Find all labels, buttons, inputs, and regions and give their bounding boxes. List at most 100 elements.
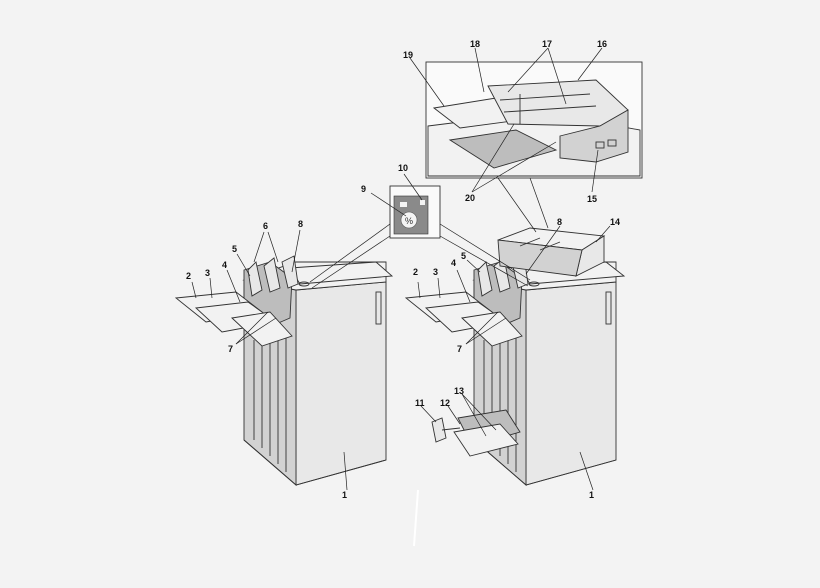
leader-9 [370,192,407,217]
leader-7b-right [465,317,507,345]
right-finisher [404,227,626,486]
callout-16: 16 [597,39,607,49]
detail-rail-2 [503,105,597,113]
callout-4-left: 4 [222,260,227,270]
staple-release-button [400,211,418,229]
callout-8-right: 8 [557,217,562,227]
detail-link-1 [497,177,537,233]
white-stray-mark [413,489,419,547]
callout-6: 6 [263,221,268,231]
leader-1-right [579,451,594,491]
left-cabinet-front [295,281,387,486]
leader-8-left [291,229,301,273]
leader-2-left [191,281,197,299]
control-panel-inset: % [309,185,531,289]
callout-4-right: 4 [451,258,456,268]
leader-6b [267,231,279,263]
leader-2-right [417,281,421,299]
detail-button-2 [607,139,617,147]
leader-17b [547,47,567,105]
leader-7a-left [235,311,269,345]
callout-15: 15 [587,194,597,204]
leader-14 [595,225,611,243]
detail-rail-1 [499,93,591,101]
detail-link-2 [529,177,549,229]
right-indicator [528,281,540,287]
callout-11: 11 [415,398,425,408]
callout-17: 17 [542,39,552,49]
leader-16 [577,47,603,81]
leader-7b-left [235,317,277,345]
leader-3-left [209,277,213,299]
callout-18: 18 [470,39,480,49]
left-base [243,439,387,486]
callout-10: 10 [398,163,408,173]
leader-20a [471,123,515,193]
leader-10 [403,173,423,201]
left-fin-3 [281,255,299,289]
right-cone-line-1 [439,223,531,281]
callout-20: 20 [465,193,475,203]
right-cone-line-2 [439,235,529,287]
leader-18 [474,47,485,93]
leader-13a [461,393,497,431]
inset-indicator-lamp [420,200,425,205]
leader-19 [409,57,445,107]
percent-glyph-icon: % [405,216,413,226]
callout-labels: 1 1 2 3 4 5 6 7 8 9 10 2 3 4 5 7 8 11 12… [186,39,620,500]
detail-button-1 [595,141,605,149]
leader-17a [507,47,549,93]
callout-5-right: 5 [461,251,466,261]
leader-13b [461,393,487,437]
callout-8-left: 8 [298,219,303,229]
right-side-slot [605,291,612,325]
right-tray-lower [461,311,523,347]
leader-5-right [466,259,481,273]
booklet-tray-extension [453,423,519,457]
saddle-rail-2 [539,241,561,251]
callout-9: 9 [361,184,366,194]
callout-5-left: 5 [232,244,237,254]
callout-1-left: 1 [342,490,347,500]
leader-6a [253,231,265,263]
callout-3-right: 3 [433,267,438,277]
leader-5-left [236,253,251,277]
leader-20b [471,141,557,193]
booklet-arm [441,427,461,431]
saddle-rail-1 [519,237,541,247]
callout-13: 13 [454,386,464,396]
leader-12 [447,405,461,425]
leader-15 [591,149,599,193]
left-fin-1 [247,261,263,297]
callout-2-right: 2 [413,267,418,277]
leader-11 [420,405,437,423]
callout-19: 19 [403,50,413,60]
callout-14: 14 [610,217,620,227]
callout-12: 12 [440,398,450,408]
right-base [473,439,617,486]
leader-4-left [226,269,241,303]
booklet-stopper [431,417,447,443]
right-cabinet-front [525,281,617,486]
callout-1-right: 1 [589,490,594,500]
stapler-detail-inset [425,61,643,233]
leader-4-right [456,269,471,303]
left-finisher [174,255,394,486]
leader-8-right [525,225,561,275]
left-fin-2 [263,257,281,293]
callout-7-right: 7 [457,344,462,354]
left-tray-lower [231,311,293,347]
saddle-unit-side [497,239,583,277]
left-side-slot [375,291,382,325]
leader-7a-right [465,311,499,345]
right-fin-1 [477,261,493,297]
detail-lower-guide [448,129,558,169]
callout-3-left: 3 [205,268,210,278]
staple-icon [400,202,407,207]
leader-lines [191,47,611,491]
callout-7-left: 7 [228,344,233,354]
left-indicator [298,281,310,287]
left-cone-line-1 [309,223,391,283]
leader-3-right [437,277,441,299]
